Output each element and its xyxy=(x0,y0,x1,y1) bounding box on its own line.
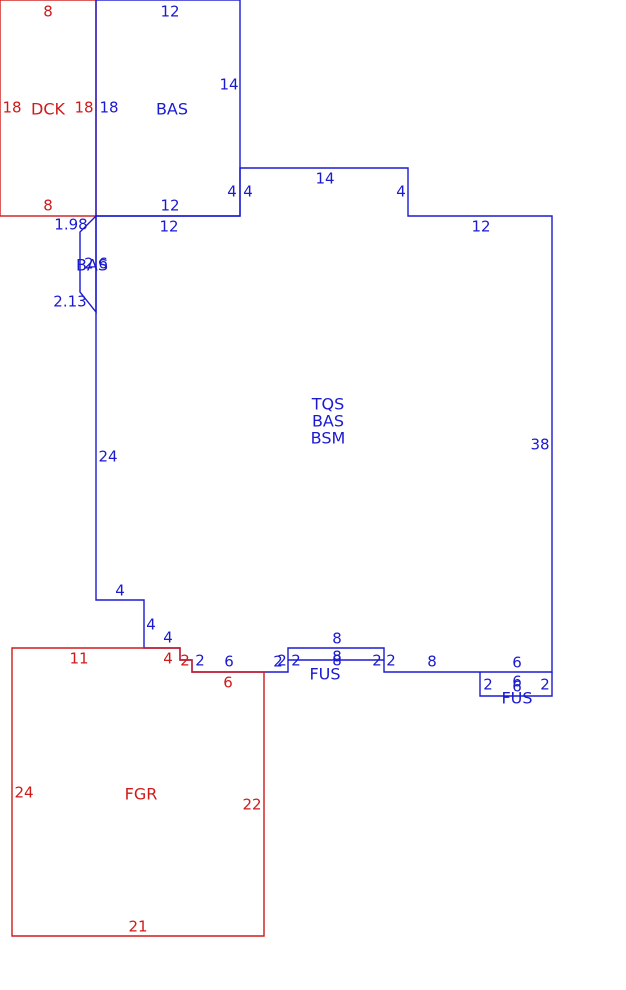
main-dim-step-left: 4 xyxy=(243,183,253,201)
fgr-right-dim: 22 xyxy=(242,796,261,814)
main-dim-fus-left: 2 xyxy=(273,653,283,671)
main-dim-step-small: 2 xyxy=(195,652,205,670)
main-dim-fus-right: 2 xyxy=(386,652,396,670)
fus-1-mid-dim: 8 xyxy=(332,648,342,666)
fus-1-code: FUS xyxy=(309,665,340,684)
main-dim-right: 38 xyxy=(530,436,549,454)
main-dim-corner: 2 xyxy=(540,676,550,694)
fgr-top-right-dim: 6 xyxy=(223,674,233,692)
fus-2-left-dim: 2 xyxy=(483,676,493,694)
fgr-notch-top-dim: 4 xyxy=(163,650,173,668)
dck-left-dim: 18 xyxy=(2,99,21,117)
fus-1-right-inner-dim: 2 xyxy=(372,652,382,670)
fgr-notch-side-dim: 2 xyxy=(180,652,190,670)
dck-right-dim: 18 xyxy=(74,99,93,117)
main-dim-notch-top: 4 xyxy=(115,582,125,600)
fus-2-bottom-dim: 6 xyxy=(512,678,522,696)
dck-bottom-dim: 8 xyxy=(43,197,53,215)
fgr-outline xyxy=(11,647,265,937)
bas-top-left-dim: 18 xyxy=(99,99,118,117)
main-dim-notch-side: 4 xyxy=(146,616,156,634)
fus-2-outline xyxy=(479,672,553,697)
fus-2-mid-dim: 6 xyxy=(512,673,522,691)
main-code-3: BSM xyxy=(311,429,346,448)
main-dim-bottom-left: 6 xyxy=(224,653,234,671)
dck-top-dim: 8 xyxy=(43,3,53,21)
bas-top-right-dim: 14 xyxy=(219,76,238,94)
main-dim-left: 24 xyxy=(98,448,117,466)
dck-code: DCK xyxy=(31,100,65,119)
main-dim-step-right: 4 xyxy=(396,183,406,201)
fus-2-code: FUS xyxy=(501,689,532,708)
main-dim-notch-bottom: 4 xyxy=(163,629,173,647)
main-dim-bottom-right: 8 xyxy=(427,653,437,671)
fus-1-top-dim: 8 xyxy=(332,630,342,648)
fus-1-left-outer-dim: 2 xyxy=(277,652,287,670)
bas-top-notch-dim: 4 xyxy=(227,183,237,201)
fgr-top-dim: 11 xyxy=(69,650,88,668)
bas-top-bottom-dim: 12 xyxy=(160,197,179,215)
bas-small-code: BAS xyxy=(76,256,108,275)
fus-1-left-inner-dim: 2 xyxy=(291,652,301,670)
bas-small-bottom-dim: 2.13 xyxy=(53,293,86,311)
fus-2-top-dim: 6 xyxy=(512,654,522,672)
fgr-bottom-dim: 21 xyxy=(128,918,147,936)
main-dim-top-mid: 14 xyxy=(315,170,334,188)
fgr-code: FGR xyxy=(125,785,158,804)
main-code-1: TQS xyxy=(311,395,345,414)
bas-small-top-dim: 1.98 xyxy=(54,216,87,234)
main-dim-top-left: 12 xyxy=(159,218,178,236)
bas-small-outline xyxy=(79,214,97,314)
main-dim-fus-bottom: 8 xyxy=(332,652,342,670)
main-code-2: BAS xyxy=(312,412,344,431)
main-dim-top-right: 12 xyxy=(471,218,490,236)
bas-top-top-dim: 12 xyxy=(160,3,179,21)
fgr-left-dim: 24 xyxy=(14,784,33,802)
bas-top-code: BAS xyxy=(156,100,188,119)
bas-small-overlap-dim: 2.6 xyxy=(84,255,108,273)
